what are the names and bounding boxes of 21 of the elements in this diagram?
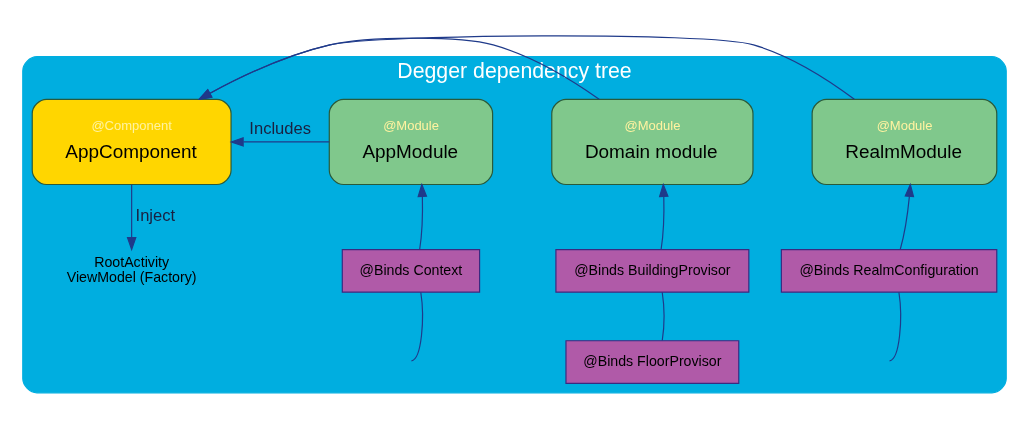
node-box: @Component AppComponent — [31, 98, 232, 185]
node-box: @Module AppModule — [328, 98, 494, 185]
node-box: @Binds FloorProvisor — [565, 339, 740, 384]
node-box: @Module Domain module — [551, 98, 754, 185]
node-box: @Binds BuildingProvisor — [555, 248, 750, 293]
arrow — [899, 182, 915, 250]
arrow — [417, 182, 428, 250]
node-text: RootActivity ViewModel (Factory) — [66, 253, 197, 285]
arrow — [229, 136, 330, 147]
arrow — [197, 37, 600, 100]
node-box: @Binds Context — [341, 248, 481, 293]
edge-label: Inject — [135, 205, 176, 225]
connector — [661, 291, 665, 341]
connector — [410, 291, 424, 361]
edge-label: Includes — [249, 118, 311, 138]
node-box: @Module RealmModule — [811, 98, 998, 185]
node-box: @Binds RealmConfiguration — [780, 248, 998, 293]
arrow — [197, 34, 855, 100]
arrow — [126, 183, 137, 251]
connector — [889, 291, 902, 361]
arrow — [658, 182, 669, 250]
